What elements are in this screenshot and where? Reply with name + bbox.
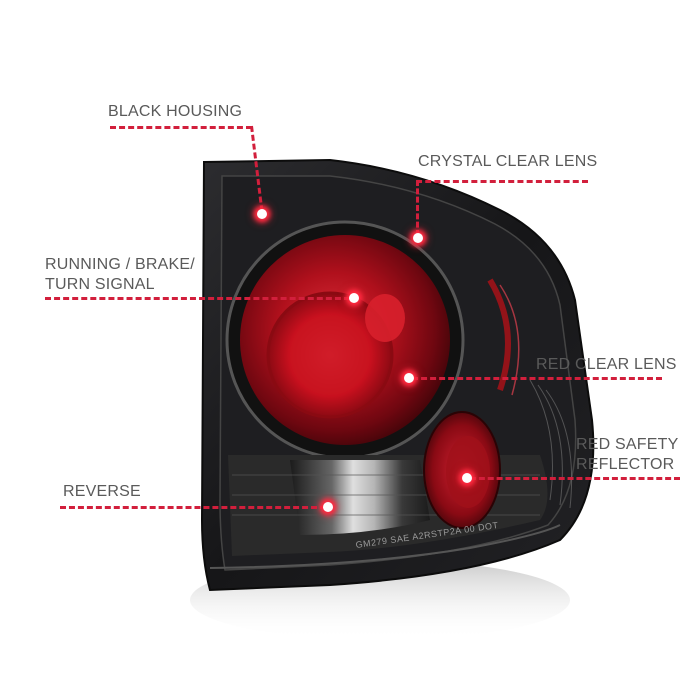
callout-line-red-clear-lens	[412, 377, 662, 380]
callout-label-reverse: REVERSE	[63, 483, 141, 500]
callout-dot-crystal-clear-lens	[413, 233, 423, 243]
callout-label-red-safety-line1: RED SAFETY	[576, 436, 679, 453]
callout-dot-reverse	[323, 502, 333, 512]
callout-label-running-brake-line1: RUNNING / BRAKE/	[45, 256, 195, 273]
callout-line-running-brake-turn	[45, 297, 350, 300]
callout-label-crystal-clear-lens: CRYSTAL CLEAR LENS	[418, 153, 598, 170]
callout-label-black-housing: BLACK HOUSING	[108, 103, 243, 120]
callout-dot-running-brake-turn	[349, 293, 359, 303]
callout-label-red-clear-lens: RED CLEAR LENS	[536, 356, 677, 373]
callout-line-black-housing	[110, 126, 252, 129]
callout-line-crystal-clear-lens-vertical	[416, 180, 419, 236]
callout-dot-red-clear-lens	[404, 373, 414, 383]
callout-label-reflector-line2: REFLECTOR	[576, 456, 675, 473]
callout-dot-black-housing	[257, 209, 267, 219]
callout-line-crystal-clear-lens	[416, 180, 588, 183]
callout-line-reverse	[60, 506, 326, 509]
callout-line-red-safety-reflector	[470, 477, 680, 480]
callout-dot-red-safety-reflector	[462, 473, 472, 483]
callout-label-turn-signal-line2: TURN SIGNAL	[45, 276, 155, 293]
